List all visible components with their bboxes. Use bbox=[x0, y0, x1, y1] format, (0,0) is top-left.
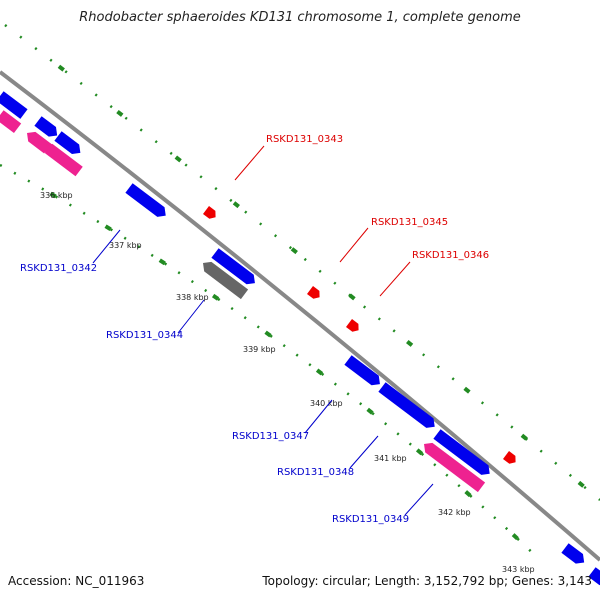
leader-line bbox=[349, 435, 379, 469]
inner-tick-ring bbox=[0, 163, 542, 562]
tick-label: 338 kbp bbox=[176, 293, 209, 302]
gene-label[interactable]: RSKD131_0347 bbox=[232, 431, 309, 442]
gene-forward[interactable] bbox=[561, 543, 587, 567]
gene-forward[interactable] bbox=[378, 382, 438, 431]
tick-label: 342 kbp bbox=[438, 508, 471, 517]
leader-line bbox=[404, 483, 434, 516]
leader-line bbox=[379, 261, 411, 297]
map-title: Rhodobacter sphaeroides KD131 chromosome… bbox=[79, 10, 521, 25]
gene-forward[interactable] bbox=[211, 248, 258, 288]
gene-forward[interactable] bbox=[125, 183, 169, 220]
leader-line bbox=[177, 299, 205, 334]
tick-label: 341 kbp bbox=[374, 454, 407, 463]
gene-reverse[interactable] bbox=[420, 439, 486, 493]
genome-summary: Topology: circular; Length: 3,152,792 bp… bbox=[262, 574, 592, 588]
gene-forward[interactable] bbox=[54, 131, 84, 157]
gene-reverse[interactable] bbox=[40, 140, 83, 177]
inner-dotted-ring bbox=[0, 163, 541, 561]
gene-label[interactable]: RSKD131_0345 bbox=[371, 217, 448, 228]
gene-label[interactable]: RSKD131_0346 bbox=[412, 250, 489, 261]
chromosome-backbone bbox=[0, 70, 600, 562]
tick-label: 337 kbp bbox=[109, 241, 142, 250]
gene-forward[interactable] bbox=[34, 116, 60, 140]
gene-forward[interactable] bbox=[433, 429, 493, 478]
trna-marker[interactable] bbox=[306, 286, 323, 301]
leader-line bbox=[234, 145, 265, 181]
gene-label[interactable]: RSKD131_0343 bbox=[266, 134, 343, 145]
gene-forward[interactable] bbox=[0, 91, 28, 119]
leader-line bbox=[339, 227, 369, 263]
accession-label: Accession: NC_011963 bbox=[8, 574, 145, 588]
tick-label: 336 kbp bbox=[40, 191, 73, 200]
gene-reverse[interactable] bbox=[0, 110, 22, 134]
leader-line bbox=[304, 399, 333, 434]
tick-label: 340 kbp bbox=[310, 399, 343, 408]
tick-label: 343 kbp bbox=[502, 565, 535, 574]
gene-label[interactable]: RSKD131_0342 bbox=[20, 263, 97, 274]
gene-forward[interactable] bbox=[588, 567, 600, 586]
trna-marker[interactable] bbox=[345, 319, 362, 334]
tick-label: 339 kbp bbox=[243, 345, 276, 354]
gene-label[interactable]: RSKD131_0344 bbox=[106, 330, 183, 341]
trna-marker[interactable] bbox=[502, 451, 519, 466]
gene-label[interactable]: RSKD131_0348 bbox=[277, 467, 354, 478]
gene-pseudo[interactable] bbox=[199, 258, 249, 300]
gene-label[interactable]: RSKD131_0349 bbox=[332, 514, 409, 525]
trna-marker[interactable] bbox=[202, 206, 219, 221]
leader-line bbox=[92, 229, 121, 264]
gene-forward[interactable] bbox=[344, 355, 383, 389]
